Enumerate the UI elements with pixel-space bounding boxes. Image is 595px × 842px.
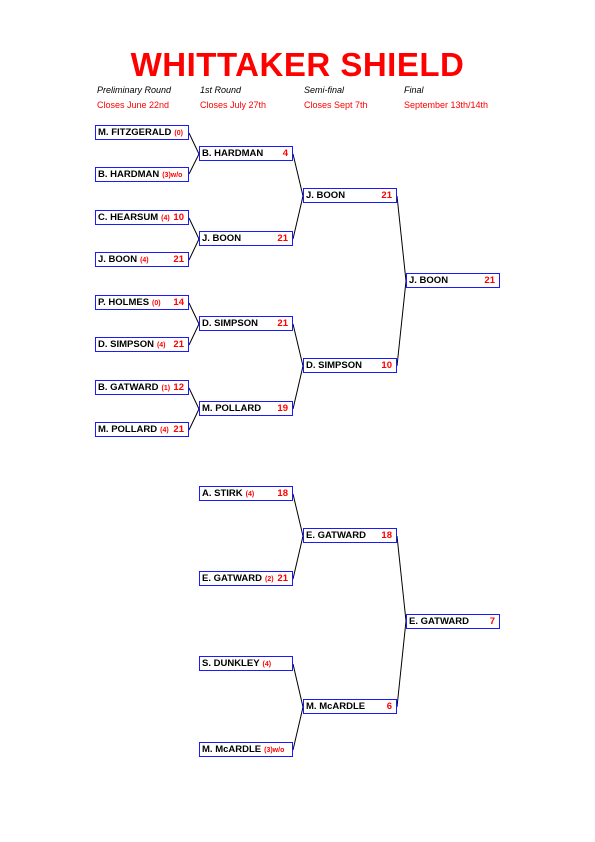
player-name: C. HEARSUM(4) xyxy=(98,212,170,223)
semi-final-entry-2: D. SIMPSON 10 xyxy=(303,358,397,373)
first-round-entry-6: E. GATWARD(2) 21 xyxy=(199,571,293,586)
player-seed: (0) xyxy=(174,130,183,137)
player-name: J. BOON xyxy=(306,190,346,201)
player-seed: (0) xyxy=(152,300,161,307)
player-seed: (4) xyxy=(262,661,272,668)
player-score: 10 xyxy=(173,212,184,223)
player-name: D. SIMPSON xyxy=(202,318,258,329)
connector-semi-2 xyxy=(396,535,407,708)
player-seed: (3)w/o xyxy=(264,747,285,754)
first-round-entry-7: S. DUNKLEY(4) xyxy=(199,656,293,671)
player-seed: (4) xyxy=(156,342,166,349)
round-closes-final: September 13th/14th xyxy=(404,100,489,110)
player-score: 12 xyxy=(173,382,184,393)
player-score: 14 xyxy=(173,297,184,308)
semi-final-entry-1: J. BOON 21 xyxy=(303,188,397,203)
connector-first-2 xyxy=(292,323,304,410)
player-score: 21 xyxy=(277,233,288,244)
player-name: A. STIRK(4) xyxy=(202,488,255,499)
player-seed: (4) xyxy=(160,427,169,434)
player-score: 21 xyxy=(173,254,184,265)
player-name: E. GATWARD xyxy=(306,530,366,541)
connector-first-3 xyxy=(292,493,304,580)
player-name: J. BOON(4) xyxy=(98,254,149,265)
prelim-entry-8: M. POLLARD(4) 21 xyxy=(95,422,189,437)
player-seed: (2) xyxy=(265,576,274,583)
player-score: 21 xyxy=(277,318,288,329)
prelim-entry-6: D. SIMPSON(4) 21 xyxy=(95,337,189,352)
first-round-entry-1: B. HARDMAN 4 xyxy=(199,146,293,161)
page-title: WHITTAKER SHIELD xyxy=(130,46,465,83)
player-score: 21 xyxy=(173,339,184,350)
prelim-entry-2: B. HARDMAN(3)w/o xyxy=(95,167,189,182)
final-entry-1: J. BOON 21 xyxy=(406,273,500,288)
player-name: B. HARDMAN(3)w/o xyxy=(98,169,183,180)
first-round-entry-4: M. POLLARD 19 xyxy=(199,401,293,416)
player-name: E. GATWARD xyxy=(409,616,469,627)
connector-prelim-2 xyxy=(188,217,200,261)
prelim-entry-3: C. HEARSUM(4) 10 xyxy=(95,210,189,225)
player-name: M. McARDLE(3)w/o xyxy=(202,744,285,755)
player-score: 21 xyxy=(484,275,495,286)
round-name-preliminary: Preliminary Round xyxy=(97,85,172,95)
player-score: 6 xyxy=(386,701,392,712)
semi-final-entry-4: M. McARDLE 6 xyxy=(303,699,397,714)
player-seed: (3)w/o xyxy=(162,172,183,179)
round-name-first: 1st Round xyxy=(200,85,242,95)
player-name: M. McARDLE xyxy=(306,701,366,712)
connector-prelim-3 xyxy=(188,302,200,346)
player-name: D. SIMPSON(4) xyxy=(98,339,166,350)
first-round-entry-3: D. SIMPSON 21 xyxy=(199,316,293,331)
round-closes-preliminary: Closes June 22nd xyxy=(97,100,170,110)
player-name: M. POLLARD(4) xyxy=(98,424,169,435)
first-round-entry-2: J. BOON 21 xyxy=(199,231,293,246)
player-name: J. BOON xyxy=(409,275,449,286)
semi-final-entry-3: E. GATWARD 18 xyxy=(303,528,397,543)
player-name: J. BOON xyxy=(202,233,242,244)
connector-first-1 xyxy=(292,153,304,240)
player-name: M. POLLARD xyxy=(202,403,262,414)
player-score: 21 xyxy=(381,190,392,201)
connector-first-4 xyxy=(292,663,304,751)
player-name: B. GATWARD(1) xyxy=(98,382,171,393)
player-score: 21 xyxy=(173,424,184,435)
first-round-entry-5: A. STIRK(4) 18 xyxy=(199,486,293,501)
round-closes-first: Closes July 27th xyxy=(200,100,267,110)
player-name: B. HARDMAN xyxy=(202,148,264,159)
player-seed: (1) xyxy=(161,385,171,392)
final-entry-2: E. GATWARD 7 xyxy=(406,614,500,629)
player-seed: (4) xyxy=(140,257,149,264)
prelim-entry-4: J. BOON(4) 21 xyxy=(95,252,189,267)
round-name-final: Final xyxy=(404,85,424,95)
player-score: 18 xyxy=(277,488,288,499)
player-name: P. HOLMES(0) xyxy=(98,297,161,308)
player-score: 10 xyxy=(381,360,392,371)
connector-prelim-1 xyxy=(188,132,200,175)
player-name: D. SIMPSON xyxy=(306,360,362,371)
player-name: S. DUNKLEY(4) xyxy=(202,658,272,669)
connector-semi-1 xyxy=(396,195,407,367)
connector-prelim-4 xyxy=(188,387,200,431)
player-seed: (4) xyxy=(161,215,170,222)
round-name-semi: Semi-final xyxy=(304,85,345,95)
prelim-entry-5: P. HOLMES(0) 14 xyxy=(95,295,189,310)
player-score: 18 xyxy=(381,530,392,541)
player-score: 19 xyxy=(277,403,288,414)
player-name: E. GATWARD(2) xyxy=(202,573,274,584)
round-closes-semi: Closes Sept 7th xyxy=(304,100,368,110)
player-score: 7 xyxy=(489,616,495,627)
player-score: 4 xyxy=(282,148,288,159)
player-name: M. FITZGERALD(0) xyxy=(98,127,183,138)
first-round-entry-8: M. McARDLE(3)w/o xyxy=(199,742,293,757)
prelim-entry-7: B. GATWARD(1) 12 xyxy=(95,380,189,395)
prelim-entry-1: M. FITZGERALD(0) xyxy=(95,125,189,140)
player-seed: (4) xyxy=(245,491,255,498)
player-score: 21 xyxy=(277,573,288,584)
